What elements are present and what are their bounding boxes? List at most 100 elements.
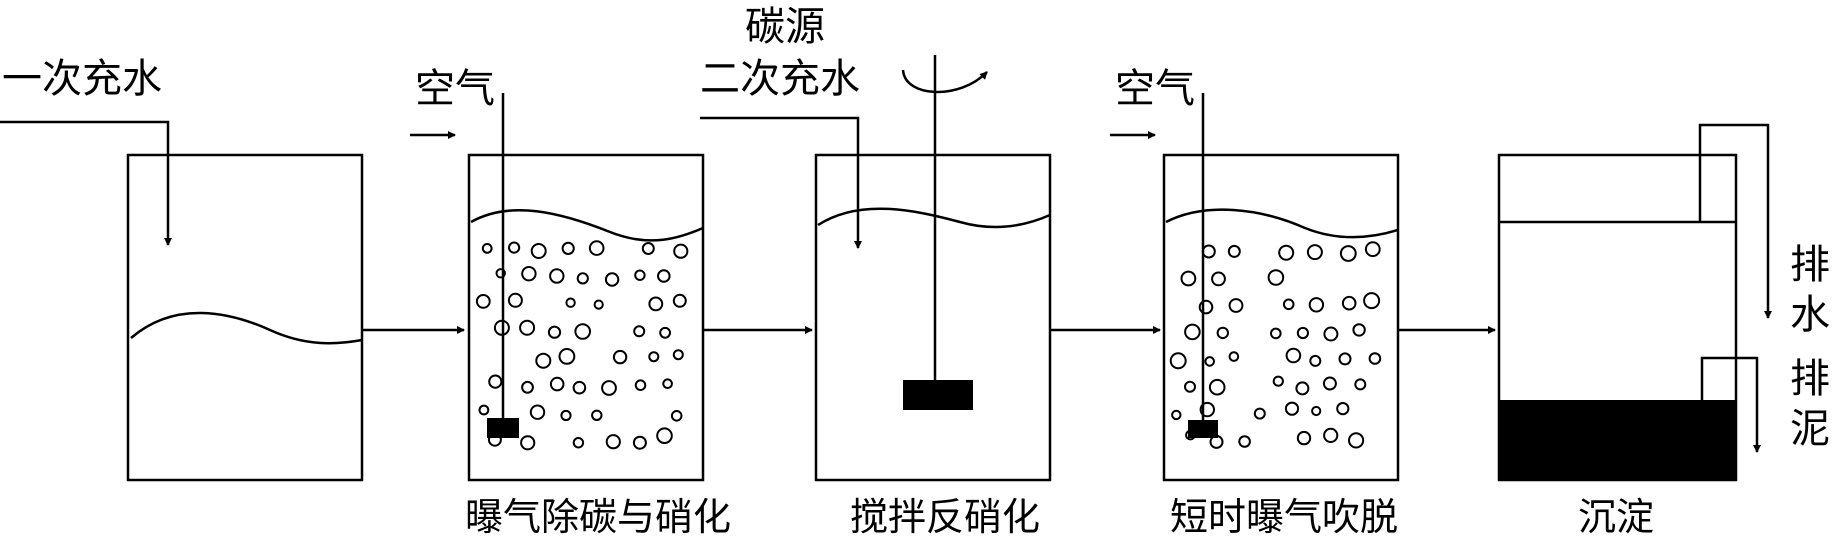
- stage-1-label: 曝气除碳与硝化: [465, 495, 731, 539]
- tank-2-outline: [467, 153, 705, 482]
- air-bubble: [593, 299, 604, 310]
- air-2-label: 空气: [1115, 66, 1195, 112]
- air-bubble: [641, 242, 655, 255]
- air-bubble: [612, 349, 628, 365]
- air-bubble: [1364, 241, 1381, 258]
- air-bubble: [1198, 299, 1214, 315]
- tank-2-air-bubbles: [475, 240, 689, 451]
- air-bubble: [1184, 380, 1196, 393]
- stage-2-label: 搅拌反硝化: [850, 495, 1040, 539]
- air-bubble: [1184, 323, 1201, 341]
- air-bubble: [507, 292, 523, 308]
- air-bubble: [605, 434, 621, 450]
- tank-2-aeration: 空气 曝气除碳与硝化: [410, 66, 731, 539]
- air-bubble: [591, 409, 603, 421]
- air-bubble: [1354, 378, 1367, 391]
- air-bubble: [495, 268, 506, 279]
- air-bubble: [634, 379, 647, 392]
- tank-1-water-surface: [130, 311, 363, 345]
- air-bubble: [560, 409, 572, 422]
- air-bubble: [1227, 244, 1241, 258]
- air-bubble: [475, 294, 491, 309]
- air-bubble: [1284, 401, 1300, 416]
- air-bubble: [572, 380, 587, 395]
- air-bubble: [1253, 407, 1266, 420]
- air-bubble: [521, 380, 534, 394]
- rotation-arrow: [901, 69, 988, 94]
- air-bubble: [648, 351, 660, 363]
- air-bubble: [588, 240, 605, 256]
- tank-5-sedimentation: 排 水 排 泥: [1497, 123, 1830, 482]
- air-bubble: [1228, 351, 1240, 362]
- air-bubble: [1308, 297, 1325, 313]
- air-bubble: [1323, 326, 1339, 342]
- air-bubble: [549, 268, 565, 284]
- air-bubble: [673, 243, 689, 259]
- air-bubble: [558, 348, 576, 365]
- air-bubble: [672, 293, 687, 308]
- tank-4-outline: [1162, 153, 1400, 482]
- air-bubble: [672, 349, 684, 361]
- air-bubble: [1336, 402, 1350, 416]
- second-fill-pipe: [700, 116, 862, 249]
- air-bubble: [507, 241, 521, 254]
- air-bubble: [656, 427, 673, 445]
- air-bubble: [1368, 352, 1382, 365]
- air-bubble: [1339, 245, 1357, 262]
- air-bubble: [634, 269, 646, 281]
- air-bubble: [1352, 323, 1366, 337]
- air-bubble: [481, 243, 493, 254]
- air-bubble: [1199, 401, 1216, 418]
- air-bubble: [1322, 376, 1337, 391]
- stage-4-label: 沉淀: [1578, 495, 1654, 539]
- air-bubble: [565, 297, 576, 308]
- drain-sludge-label-1: 排: [1790, 356, 1830, 402]
- sludge-layer: [1500, 400, 1735, 479]
- air-bubble: [1363, 292, 1381, 310]
- air-bubble: [1267, 269, 1285, 286]
- drain-water-label-1: 排: [1790, 242, 1830, 288]
- air-bubble: [488, 374, 503, 389]
- air-1-label: 空气: [415, 66, 495, 112]
- air-bubble: [659, 326, 671, 339]
- drain-water-label-2: 水: [1790, 292, 1830, 338]
- first-fill-label: 一次充水: [2, 56, 162, 102]
- air-bubble: [520, 435, 536, 451]
- air-bubble: [657, 269, 671, 283]
- air-bubble: [535, 352, 552, 369]
- tank-2-water-surface: [470, 208, 704, 242]
- air-bubble: [519, 319, 536, 336]
- air-bubble: [662, 378, 673, 390]
- air-bubble: [549, 376, 565, 392]
- drain-sludge-pipe: [1700, 356, 1761, 453]
- air-bubble: [1278, 244, 1295, 261]
- air-bubble: [576, 272, 589, 285]
- air-bubble: [1282, 298, 1295, 311]
- air-bubble: [529, 404, 546, 420]
- air-bubble: [1309, 354, 1322, 367]
- air-bubble: [632, 435, 647, 450]
- air-bubble: [1272, 375, 1284, 387]
- second-fill-label: 二次充水: [700, 56, 860, 102]
- air-bubble: [670, 410, 683, 422]
- air-bubble: [1208, 378, 1226, 396]
- tank-1-outline: [126, 153, 364, 482]
- air-bubble: [1323, 427, 1339, 443]
- air-bubble: [561, 241, 575, 255]
- tank-3-outline: [814, 153, 1052, 482]
- air-bubble: [604, 272, 620, 287]
- air-bubble: [1285, 347, 1302, 364]
- air-bubble: [633, 325, 646, 338]
- air-bubble: [1338, 352, 1352, 366]
- air-bubble: [530, 243, 547, 259]
- air-bubble: [1348, 432, 1365, 449]
- tank-4-water-surface: [1165, 208, 1399, 239]
- stage-3-label: 短时曝气吹脱: [1170, 495, 1398, 539]
- air-bubble: [1169, 352, 1187, 370]
- tank-3-denitrification: 碳源 二次充水: [700, 4, 1052, 482]
- tank-3-water-surface: [817, 207, 1051, 229]
- air-bubble: [1306, 244, 1323, 261]
- air-bubble: [1296, 430, 1312, 446]
- tank-1-fill: 一次充水: [0, 56, 364, 482]
